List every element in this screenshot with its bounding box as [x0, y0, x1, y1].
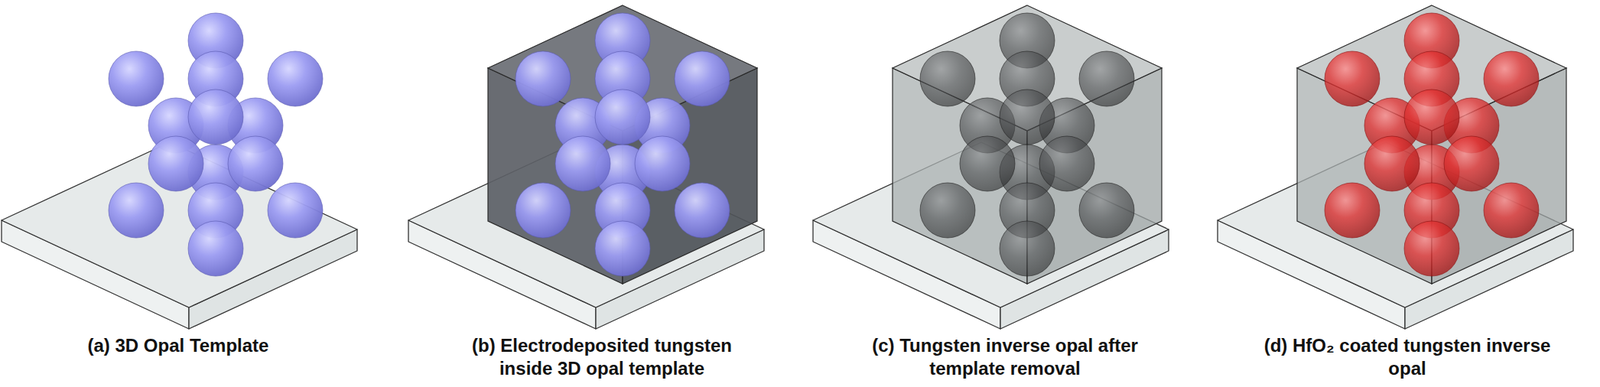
sphere: [1404, 221, 1460, 277]
sphere: [148, 136, 204, 192]
caption-label: (c) Tungsten inverse opal after template…: [859, 334, 1151, 381]
sphere: [1483, 182, 1539, 238]
sphere: [108, 51, 164, 107]
sphere: [1364, 136, 1420, 192]
sphere: [515, 182, 571, 238]
sphere: [515, 51, 571, 107]
caption-label: (b) Electrodeposited tungsten inside 3D …: [456, 334, 748, 381]
sphere-group: [108, 13, 323, 277]
sphere: [920, 182, 976, 238]
sphere-group: [515, 13, 730, 277]
sphere: [674, 182, 730, 238]
caption-label: (d) HfO₂ coated tungsten inverse opal: [1258, 334, 1557, 381]
sphere: [999, 89, 1055, 145]
sphere: [1483, 51, 1539, 107]
sphere: [634, 136, 690, 192]
sphere: [1443, 136, 1500, 192]
sphere: [227, 136, 283, 192]
sphere: [674, 51, 730, 107]
sphere: [188, 221, 244, 277]
deposit-box: [892, 5, 1162, 284]
sphere: [267, 182, 323, 238]
sphere-group: [920, 13, 1135, 277]
sphere: [1079, 51, 1135, 107]
sphere: [959, 136, 1015, 192]
sphere: [999, 221, 1055, 277]
sphere: [1324, 51, 1380, 107]
sphere: [1324, 182, 1380, 238]
deposit-box: [1297, 5, 1567, 284]
sphere: [1404, 89, 1460, 145]
sphere-group: [1324, 13, 1539, 277]
sphere: [595, 221, 651, 277]
sphere: [1039, 136, 1095, 192]
sphere: [555, 136, 611, 192]
sphere: [108, 182, 164, 238]
sphere: [1079, 182, 1135, 238]
sphere: [267, 51, 323, 107]
sphere: [595, 89, 651, 145]
sphere: [188, 89, 244, 145]
caption-label: (a) 3D Opal Template: [17, 334, 339, 358]
deposit-box: [487, 5, 758, 284]
sphere: [920, 51, 976, 107]
